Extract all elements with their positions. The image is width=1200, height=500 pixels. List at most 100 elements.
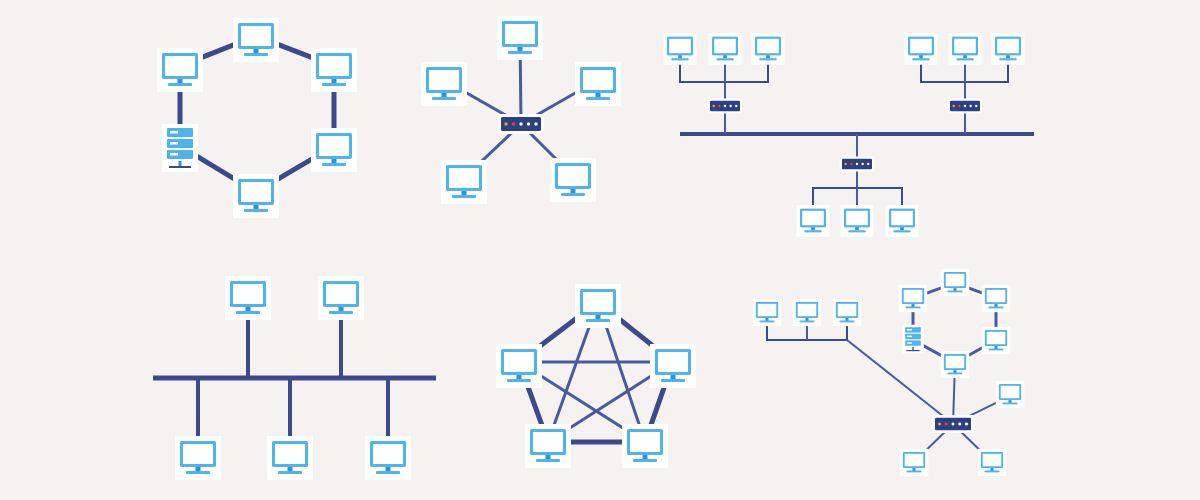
monitor-stand bbox=[570, 189, 576, 193]
monitor-screen bbox=[669, 38, 691, 54]
monitor-stand bbox=[177, 79, 183, 83]
monitor-stand bbox=[900, 227, 904, 231]
monitor-stand bbox=[287, 467, 293, 471]
monitor-screen bbox=[449, 168, 479, 188]
server-base bbox=[906, 350, 920, 352]
monitor-screen bbox=[986, 289, 1006, 303]
computer-icon bbox=[981, 284, 1011, 313]
monitor-screen bbox=[326, 284, 356, 304]
bus-topology bbox=[153, 276, 436, 480]
monitor-base bbox=[329, 311, 353, 314]
monitor-screen bbox=[319, 56, 349, 76]
server-slot bbox=[170, 131, 178, 134]
monitor-stand bbox=[1006, 55, 1010, 59]
monitor-base bbox=[278, 471, 302, 474]
hub-icon bbox=[707, 98, 743, 114]
hub-led bbox=[723, 104, 727, 108]
monitor-screen bbox=[373, 444, 403, 464]
monitor-base bbox=[905, 306, 921, 309]
monitor-screen bbox=[558, 166, 588, 186]
computer-icon bbox=[995, 380, 1025, 409]
monitor-screen bbox=[658, 352, 688, 372]
server-icon bbox=[162, 124, 198, 172]
monitor-stand bbox=[385, 467, 391, 471]
monitor-base bbox=[759, 320, 775, 323]
computer-icon bbox=[233, 174, 279, 218]
monitor-stand bbox=[766, 55, 770, 59]
monitor-base bbox=[988, 348, 1004, 351]
computer-icon bbox=[899, 448, 929, 477]
monitor-stand bbox=[805, 318, 809, 321]
monitor-screen bbox=[714, 38, 736, 54]
computer-icon bbox=[311, 128, 357, 172]
monitor-base bbox=[561, 193, 585, 196]
monitor-screen bbox=[954, 38, 976, 54]
hub-led bbox=[519, 122, 523, 126]
monitor-screen bbox=[183, 444, 213, 464]
monitor-stand bbox=[545, 455, 551, 459]
hub-led bbox=[938, 422, 941, 426]
hub-led bbox=[712, 104, 715, 108]
monitor-base bbox=[168, 83, 192, 86]
hub-icon bbox=[932, 415, 974, 433]
monitor-stand bbox=[331, 79, 337, 83]
computer-icon bbox=[225, 276, 271, 320]
monitor-stand bbox=[338, 307, 344, 311]
monitor-base bbox=[507, 379, 531, 382]
hub-led bbox=[975, 104, 978, 108]
server-slot bbox=[907, 329, 912, 331]
computer-icon bbox=[792, 298, 822, 327]
monitor-base bbox=[244, 209, 268, 212]
monitor-base bbox=[452, 195, 476, 198]
monitor-stand bbox=[953, 370, 957, 373]
monitor-stand bbox=[253, 205, 259, 209]
monitor-stand bbox=[845, 318, 849, 321]
hub-led bbox=[952, 104, 955, 108]
monitor-screen bbox=[802, 210, 824, 226]
monitor-screen bbox=[837, 303, 857, 317]
server-unit bbox=[905, 327, 921, 333]
monitor-screen bbox=[891, 210, 913, 226]
computer-icon bbox=[940, 350, 970, 379]
monitor-stand bbox=[811, 227, 815, 231]
hub-led bbox=[504, 122, 508, 126]
computer-icon bbox=[752, 298, 782, 327]
monitor-stand bbox=[723, 55, 727, 59]
monitor-screen bbox=[797, 303, 817, 317]
monitor-screen bbox=[319, 136, 349, 156]
monitor-stand bbox=[953, 288, 957, 291]
monitor-base bbox=[956, 58, 974, 61]
monitor-base bbox=[804, 230, 822, 233]
monitor-screen bbox=[997, 38, 1019, 54]
monitor-base bbox=[839, 320, 855, 323]
hub-led bbox=[944, 422, 948, 426]
computer-icon bbox=[751, 33, 785, 65]
computer-icon bbox=[365, 436, 411, 480]
monitor-base bbox=[322, 163, 346, 166]
monitor-base bbox=[376, 471, 400, 474]
monitor-screen bbox=[275, 444, 305, 464]
monitor-screen bbox=[533, 432, 563, 452]
server-unit bbox=[167, 139, 193, 148]
monitor-base bbox=[671, 58, 689, 61]
monitor-screen bbox=[904, 453, 924, 467]
monitor-base bbox=[984, 470, 1000, 473]
monitor-stand bbox=[245, 307, 251, 311]
hub-led bbox=[534, 122, 538, 126]
monitor-base bbox=[848, 230, 866, 233]
computer-icon bbox=[496, 344, 542, 388]
monitor-base bbox=[947, 372, 963, 375]
monitor-screen bbox=[1000, 385, 1020, 399]
monitor-screen bbox=[504, 352, 534, 372]
monitor-stand bbox=[517, 47, 523, 51]
server-unit bbox=[905, 340, 921, 346]
hybrid-topology bbox=[752, 268, 1025, 477]
monitor-base bbox=[186, 471, 210, 474]
bus-links bbox=[153, 312, 436, 446]
monitor-stand bbox=[461, 191, 467, 195]
hub-led bbox=[958, 104, 961, 108]
hub-led bbox=[855, 162, 859, 166]
computer-icon bbox=[981, 326, 1011, 355]
monitor-screen bbox=[945, 273, 965, 287]
